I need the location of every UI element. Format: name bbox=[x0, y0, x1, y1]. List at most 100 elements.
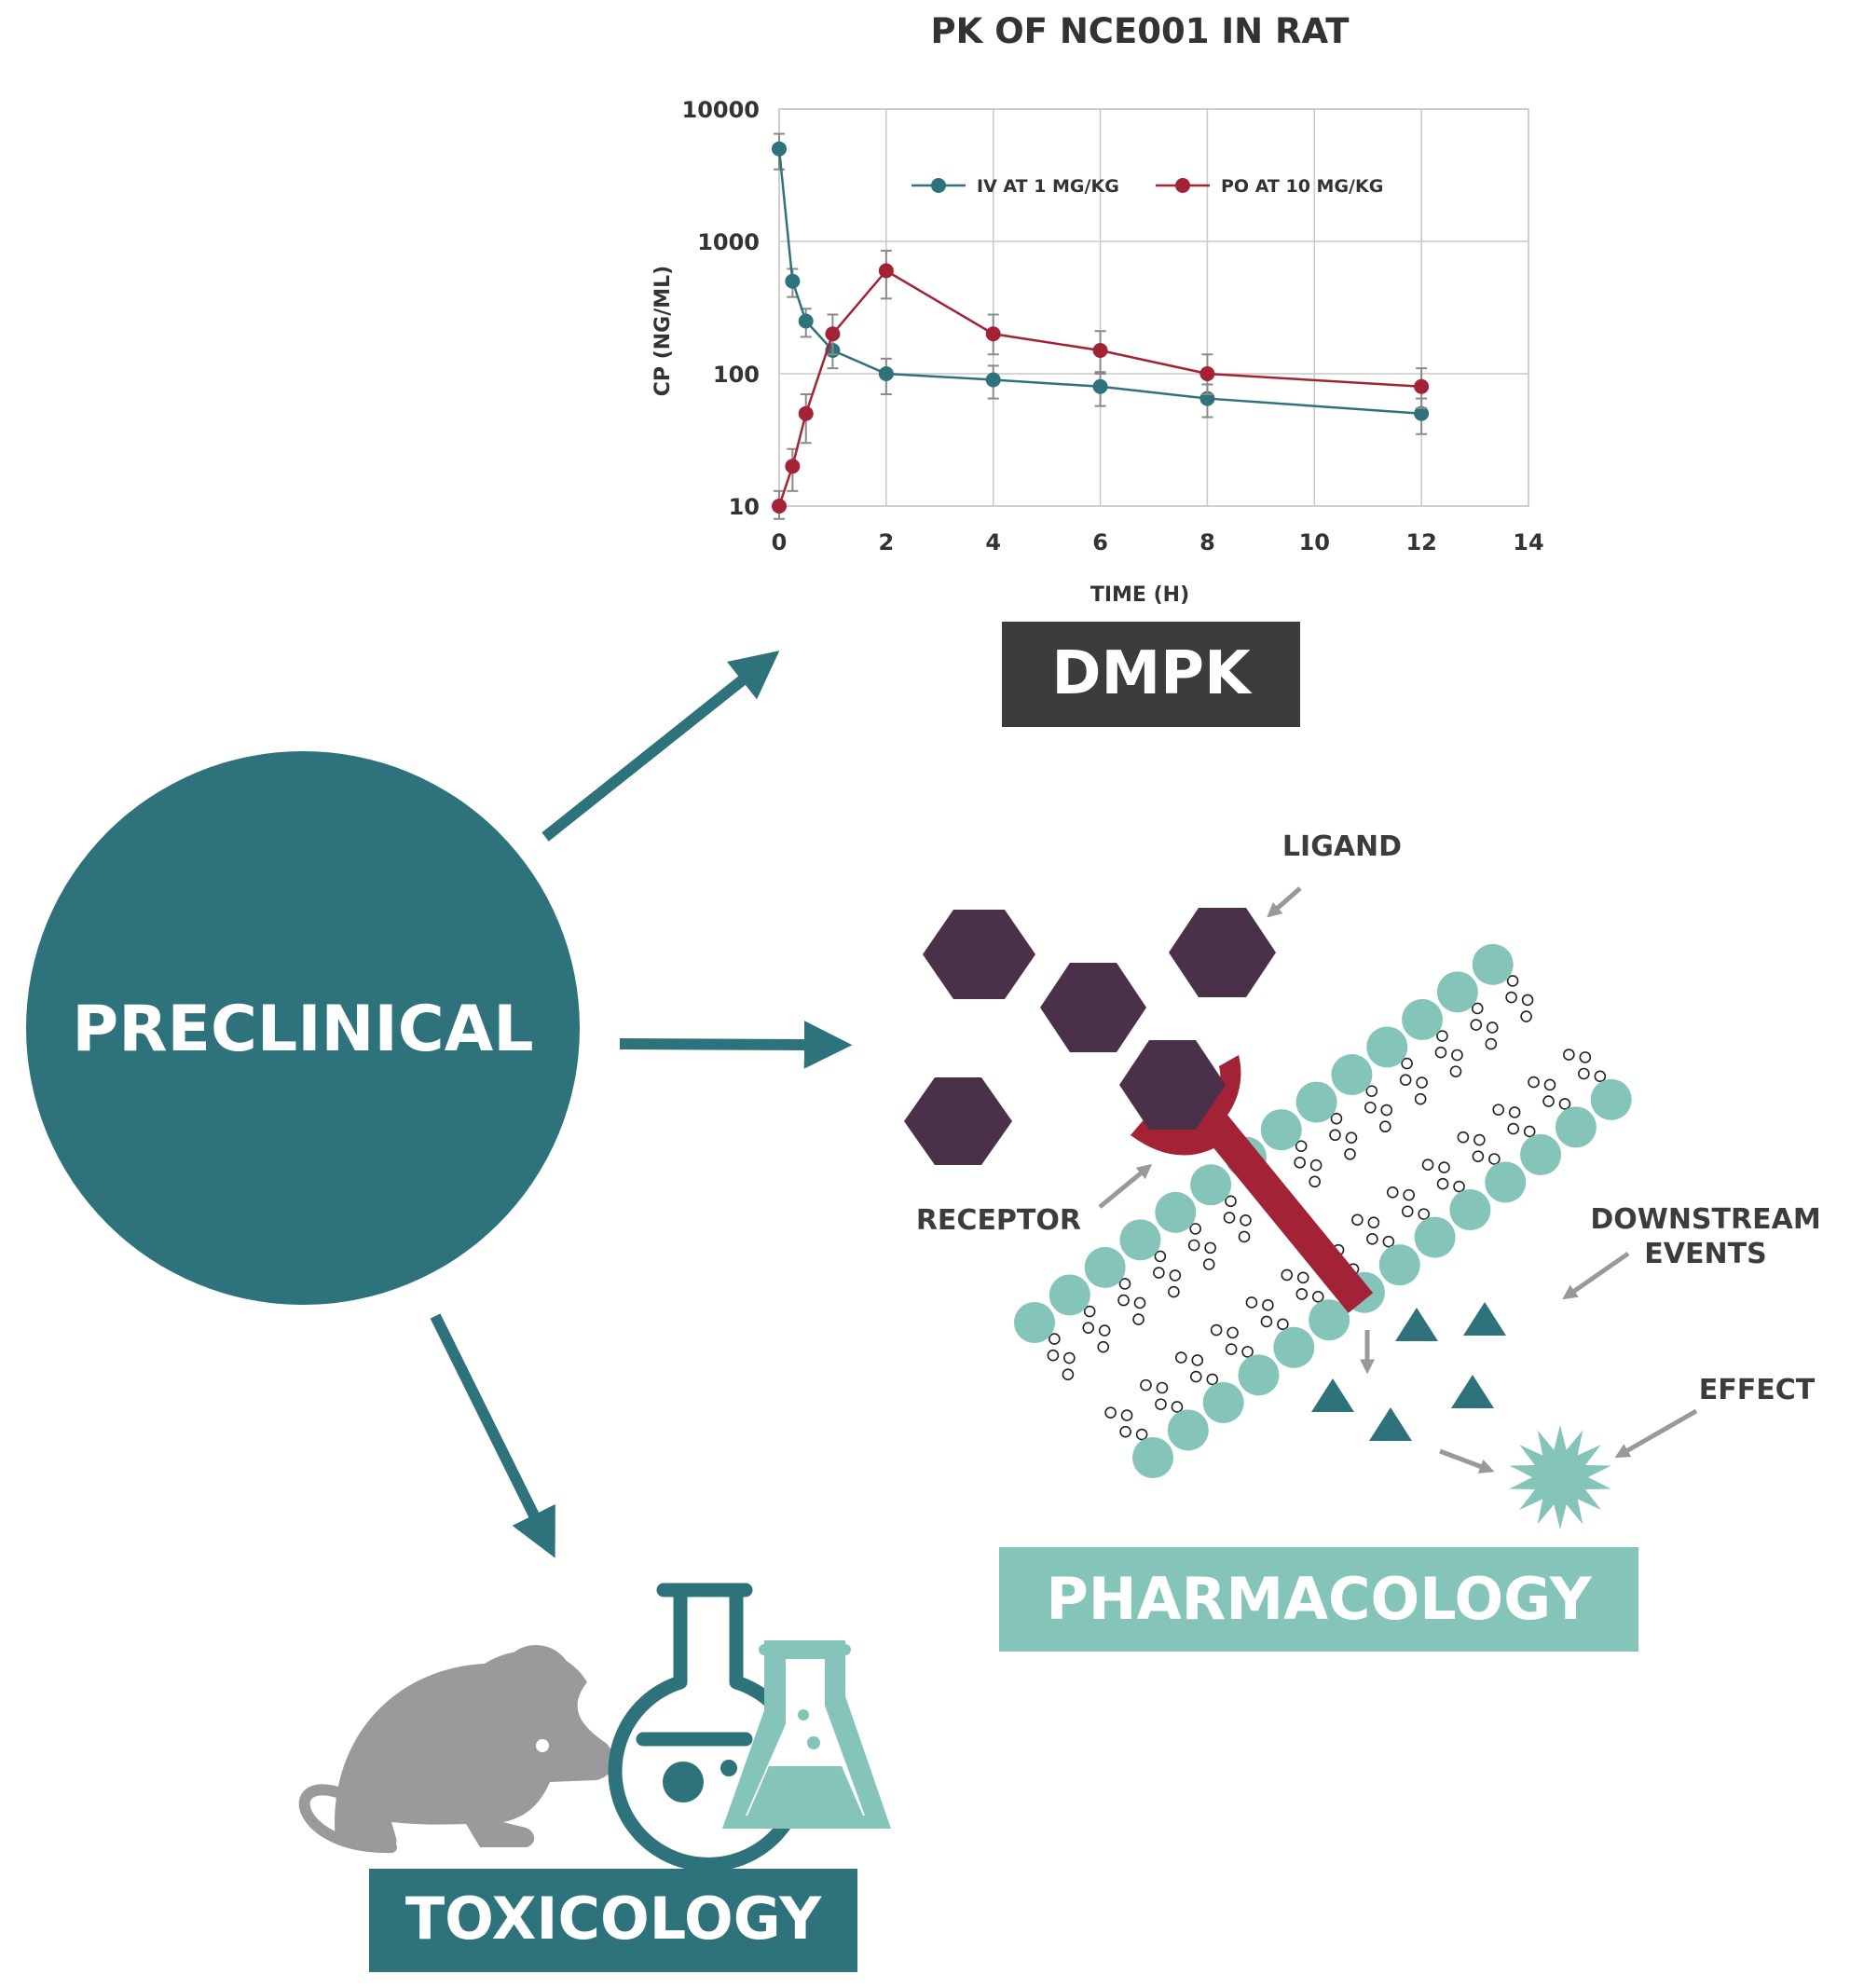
receptor-pointer-arrow bbox=[1098, 1163, 1153, 1209]
lipid-tail-segment bbox=[1174, 1351, 1187, 1364]
chart-data-point bbox=[785, 459, 801, 474]
signal-triangle bbox=[1395, 1308, 1438, 1341]
lipid-tail-segment bbox=[1351, 1213, 1364, 1227]
downstream-pointer-arrow bbox=[1562, 1251, 1630, 1300]
lipid-tail-segment bbox=[1382, 1235, 1395, 1248]
lipid-tail-segment bbox=[1206, 1373, 1219, 1386]
lipid-head bbox=[1238, 1354, 1280, 1396]
chart-data-point bbox=[772, 499, 787, 514]
effect-pointer-arrow bbox=[1614, 1408, 1698, 1459]
chart-data-point bbox=[1414, 405, 1430, 421]
toxicology-label-box: TOXICOLOGY bbox=[369, 1869, 857, 1972]
lipid-tail-segment bbox=[1097, 1340, 1110, 1353]
lipid-tail-segment bbox=[1227, 1326, 1239, 1339]
dmpk-label-box: DMPK bbox=[1002, 622, 1300, 727]
chart-data-point bbox=[785, 273, 801, 289]
cell-membrane bbox=[1014, 943, 1632, 1478]
lipid-tail-segment bbox=[1414, 1092, 1427, 1105]
lipid-head bbox=[1132, 1437, 1173, 1478]
lipid-tail-segment bbox=[1508, 1106, 1521, 1118]
lipid-head bbox=[1472, 943, 1514, 985]
chart-series bbox=[772, 132, 1430, 520]
lipid-tail-segment bbox=[1486, 1021, 1499, 1034]
lipid-tail-segment bbox=[1189, 1223, 1201, 1235]
lipid-tail-segment bbox=[1225, 1195, 1237, 1208]
downstream-events bbox=[1311, 1302, 1506, 1441]
lipid-head bbox=[1273, 1326, 1315, 1368]
lipid-tail-segment bbox=[1083, 1305, 1096, 1318]
lipid-tail-segment bbox=[1421, 1159, 1434, 1172]
ligand-group bbox=[904, 908, 1276, 1165]
lipid-tail-segment bbox=[1380, 1104, 1393, 1117]
lipid-head bbox=[1402, 998, 1444, 1040]
receptor bbox=[1119, 1040, 1374, 1313]
lipid-head bbox=[1331, 1054, 1373, 1096]
dmpk-label: DMPK bbox=[1051, 639, 1253, 708]
lipid-tail-segment bbox=[1048, 1333, 1061, 1345]
lipid-tail-segment bbox=[1187, 1239, 1200, 1252]
lipid-tail-segment bbox=[1155, 1398, 1167, 1410]
chart-data-point bbox=[1092, 378, 1108, 394]
lipid-tail-segment bbox=[1140, 1378, 1152, 1392]
mouse-tail-icon bbox=[298, 1784, 397, 1854]
lipid-tail-segment bbox=[1168, 1285, 1180, 1298]
chart-data-point bbox=[798, 313, 814, 329]
lipid-tail-segment bbox=[1521, 994, 1534, 1007]
lipid-tail-segment bbox=[1062, 1368, 1075, 1381]
lipid-tail-segment bbox=[1118, 1278, 1131, 1290]
lipid-head bbox=[1436, 971, 1478, 1013]
lipid-tail-segment bbox=[1345, 1131, 1358, 1144]
signal-triangle bbox=[1451, 1375, 1494, 1408]
toxicology-label: TOXICOLOGY bbox=[405, 1885, 822, 1953]
lipid-head bbox=[1202, 1381, 1244, 1423]
lipid-tail-segment bbox=[1520, 1010, 1532, 1022]
lipid-tail-segment bbox=[1311, 1290, 1324, 1303]
lipid-tail-segment bbox=[1386, 1186, 1399, 1199]
chart-data-point bbox=[878, 366, 894, 381]
chart-legend-swatch-dot bbox=[1175, 178, 1190, 193]
chart-data-point bbox=[825, 326, 841, 342]
lipid-tail-segment bbox=[1438, 1161, 1450, 1173]
lipid-tail-segment bbox=[1240, 1214, 1252, 1227]
lipid-tail-segment bbox=[1436, 1177, 1449, 1190]
chart-y-tick-label: 10 bbox=[729, 494, 760, 520]
lipid-tail-segment bbox=[1507, 1122, 1520, 1135]
chart-x-axis-label: TIME (H) bbox=[1090, 583, 1189, 607]
lipid-head bbox=[1449, 1189, 1491, 1231]
bound-ligand-hexagon bbox=[1119, 1040, 1226, 1130]
lipid-head bbox=[1295, 1081, 1337, 1123]
lipid-tail-segment bbox=[1416, 1076, 1428, 1089]
chart-data-point bbox=[1092, 342, 1108, 358]
ligand-pointer-arrow bbox=[1267, 886, 1302, 918]
lipid-tail-segment bbox=[1418, 1208, 1431, 1220]
lipid-tail-segment bbox=[1451, 1049, 1463, 1062]
lipid-tail-segment bbox=[1471, 1002, 1484, 1015]
lipid-head bbox=[1378, 1244, 1420, 1286]
lipid-tail-segment bbox=[1579, 1051, 1592, 1063]
lipid-head bbox=[1260, 1109, 1302, 1151]
signal-triangle bbox=[1463, 1302, 1506, 1336]
lipid-tail-segment bbox=[1294, 1157, 1306, 1169]
lipid-tail-segment bbox=[1120, 1409, 1133, 1421]
lipid-head bbox=[1119, 1219, 1161, 1261]
chart-y-axis-label: CP (NG/ML) bbox=[651, 266, 675, 396]
lipid-head bbox=[1155, 1191, 1197, 1233]
lipid-tail-segment bbox=[1594, 1070, 1607, 1083]
lipid-tail-segment bbox=[1135, 1428, 1148, 1441]
lipid-head bbox=[1014, 1302, 1055, 1343]
lipid-tail-segment bbox=[1223, 1212, 1236, 1224]
lipid-tail-segment bbox=[1191, 1354, 1204, 1366]
chart-data-point bbox=[985, 372, 1001, 388]
signal-triangle bbox=[1369, 1407, 1412, 1441]
lipid-tail-segment bbox=[1119, 1425, 1131, 1438]
lipid-tail-segment bbox=[1472, 1150, 1485, 1162]
lipid-tail-segment bbox=[1132, 1313, 1144, 1325]
chart-plot-frame bbox=[778, 108, 1529, 507]
lipid-tail-segment bbox=[1098, 1324, 1111, 1337]
chart-y-tick-label: 10000 bbox=[682, 97, 761, 123]
lipid-tail-segment bbox=[1189, 1370, 1202, 1383]
